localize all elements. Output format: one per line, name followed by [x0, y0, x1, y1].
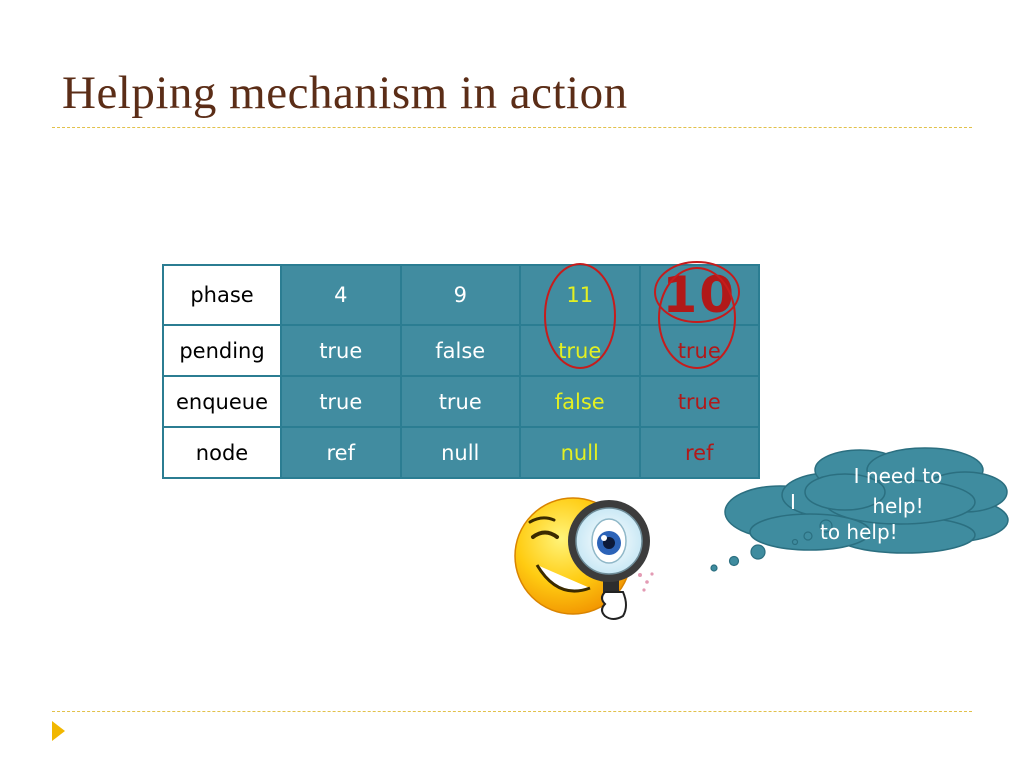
row-label-pending: pending	[162, 324, 282, 377]
table-row-pending: pending true false true true	[162, 324, 760, 377]
row-label-phase: phase	[162, 264, 282, 326]
thought-front-text: I need to help!	[828, 461, 968, 521]
cell-pending-1: true	[280, 324, 402, 377]
cell-enqueue-4: true	[638, 375, 760, 428]
highlight-ellipse-col-3	[544, 263, 616, 369]
cell-phase-1: 4	[280, 264, 402, 326]
table-row-phase: phase 4 9 11 10	[162, 264, 760, 326]
table-row-node: node ref null null ref	[162, 426, 760, 479]
cell-node-2: null	[399, 426, 521, 479]
thought-back-line-1: I	[790, 490, 796, 514]
highlight-ellipse-phase-10	[654, 261, 740, 323]
thought-bubble-trail-front	[791, 519, 833, 546]
row-label-node: node	[162, 426, 282, 479]
cell-pending-2: false	[399, 324, 521, 377]
cell-node-1: ref	[280, 426, 402, 479]
state-table: phase 4 9 11 10 pending true false true …	[162, 264, 760, 479]
cell-enqueue-2: true	[399, 375, 521, 428]
thought-front-line-2: help!	[872, 494, 924, 518]
table-row-enqueue: enqueue true true false true	[162, 375, 760, 428]
cell-enqueue-1: true	[280, 375, 402, 428]
thought-front-line-1: I need to	[853, 464, 943, 488]
slide-title: Helping mechanism in action	[62, 67, 628, 119]
winking-smiley-with-magnifying-glass-icon	[514, 497, 654, 620]
thought-back-line-2: to help!	[820, 520, 898, 544]
cell-phase-2: 9	[399, 264, 521, 326]
title-divider	[52, 127, 972, 128]
highlight-ellipse-col-4	[658, 267, 736, 369]
thought-bubble-trail	[710, 544, 766, 572]
triangle-bullet-icon	[52, 721, 65, 741]
thought-cloud-front	[804, 447, 1008, 525]
cell-node-3: null	[519, 426, 641, 479]
cell-node-4: ref	[638, 426, 760, 479]
footer-divider	[52, 711, 972, 712]
cell-pending-3: true	[519, 324, 641, 377]
cell-phase-3: 11	[519, 264, 641, 326]
cell-enqueue-3: false	[519, 375, 641, 428]
row-label-enqueue: enqueue	[162, 375, 282, 428]
